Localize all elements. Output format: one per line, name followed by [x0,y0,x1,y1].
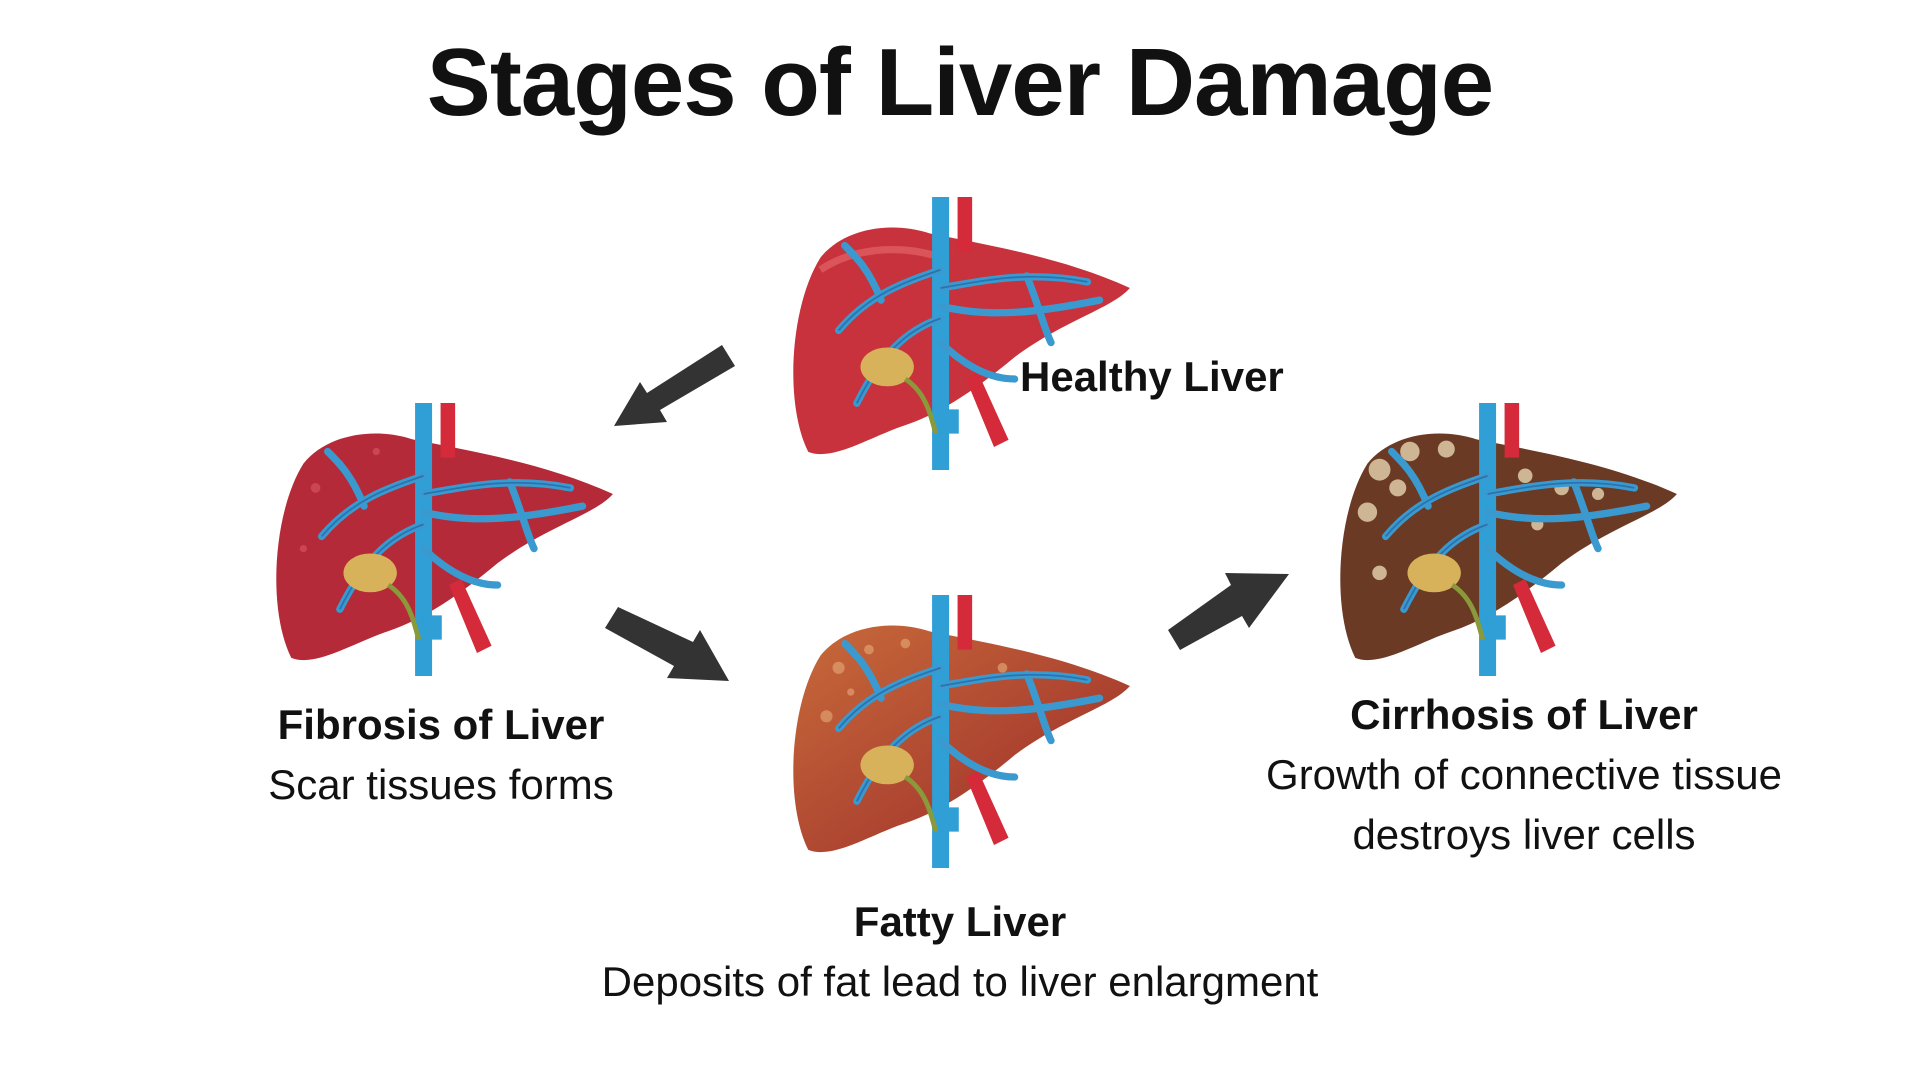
fibrosis-label: Fibrosis of Liver Scar tissues forms [241,695,641,815]
arrow-fibrosis-to-fatty [605,607,729,681]
page-title: Stages of Liver Damage [426,29,1494,136]
arrow-healthy-to-fibrosis [614,345,735,426]
cirrhosis-liver-illustration [1340,402,1677,677]
fatty-liver-label: Fatty Liver Deposits of fat lead to live… [460,892,1460,1012]
healthy-liver-illustration [793,196,1130,471]
fatty-liver-title: Fatty Liver [853,898,1067,945]
cirrhosis-label: Cirrhosis of Liver Growth of connective … [1174,685,1874,865]
cirrhosis-description-line1: Growth of connective tissue [1266,751,1782,798]
fatty-liver-description: Deposits of fat lead to liver enlargment [601,958,1319,1005]
healthy-liver-label: Healthy Liver [1020,347,1284,407]
arrow-fatty-to-cirrhosis [1168,573,1289,650]
cirrhosis-title: Cirrhosis of Liver [1350,691,1698,738]
cirrhosis-description-line2: destroys liver cells [1352,811,1696,858]
fibrosis-description: Scar tissues forms [268,761,614,808]
fibrosis-title: Fibrosis of Liver [277,701,605,748]
fibrosis-liver-illustration [276,402,613,677]
healthy-liver-title: Healthy Liver [1020,353,1284,400]
fatty-liver-illustration [793,594,1130,869]
